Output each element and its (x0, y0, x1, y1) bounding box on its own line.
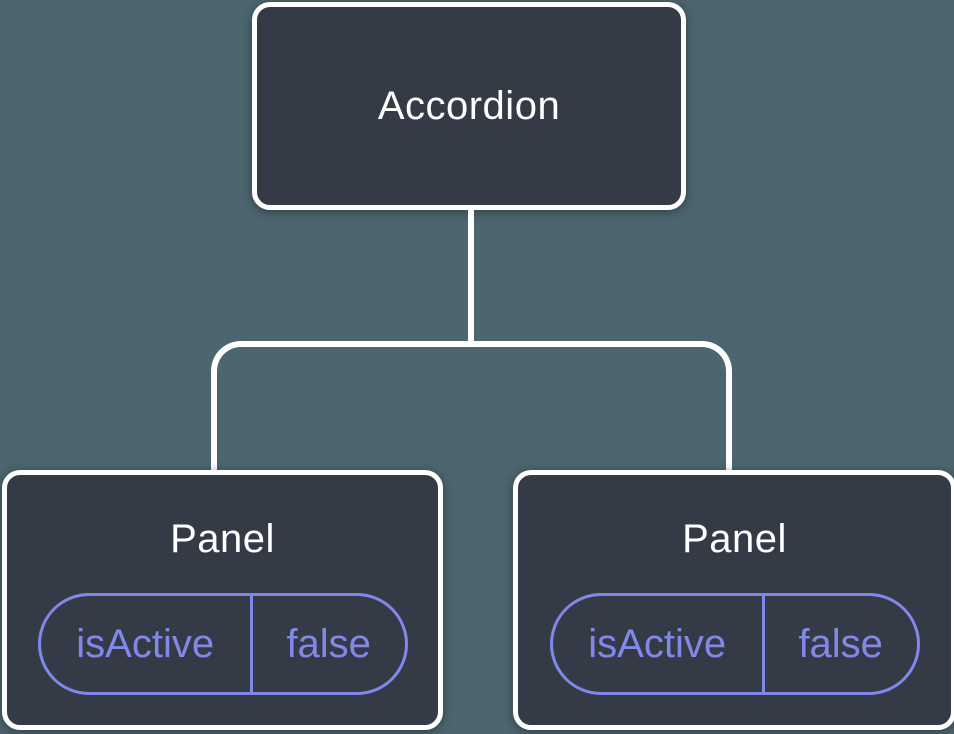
state-key: isActive (553, 596, 765, 692)
state-value: false (798, 621, 883, 666)
panel-node-label: Panel (682, 517, 787, 561)
panel-node-label: Panel (170, 517, 275, 561)
accordion-node: Accordion (252, 2, 686, 210)
accordion-node-label: Accordion (377, 84, 561, 128)
state-value: false (286, 621, 371, 666)
state-pill: isActive false (37, 593, 408, 695)
state-pill: isActive false (549, 593, 920, 695)
panel-node-right: Panel isActive false (513, 470, 954, 730)
state-key: isActive (41, 596, 253, 692)
connector-bridge (211, 341, 732, 474)
panel-node-left: Panel isActive false (2, 470, 443, 730)
connector-stem (468, 206, 474, 347)
